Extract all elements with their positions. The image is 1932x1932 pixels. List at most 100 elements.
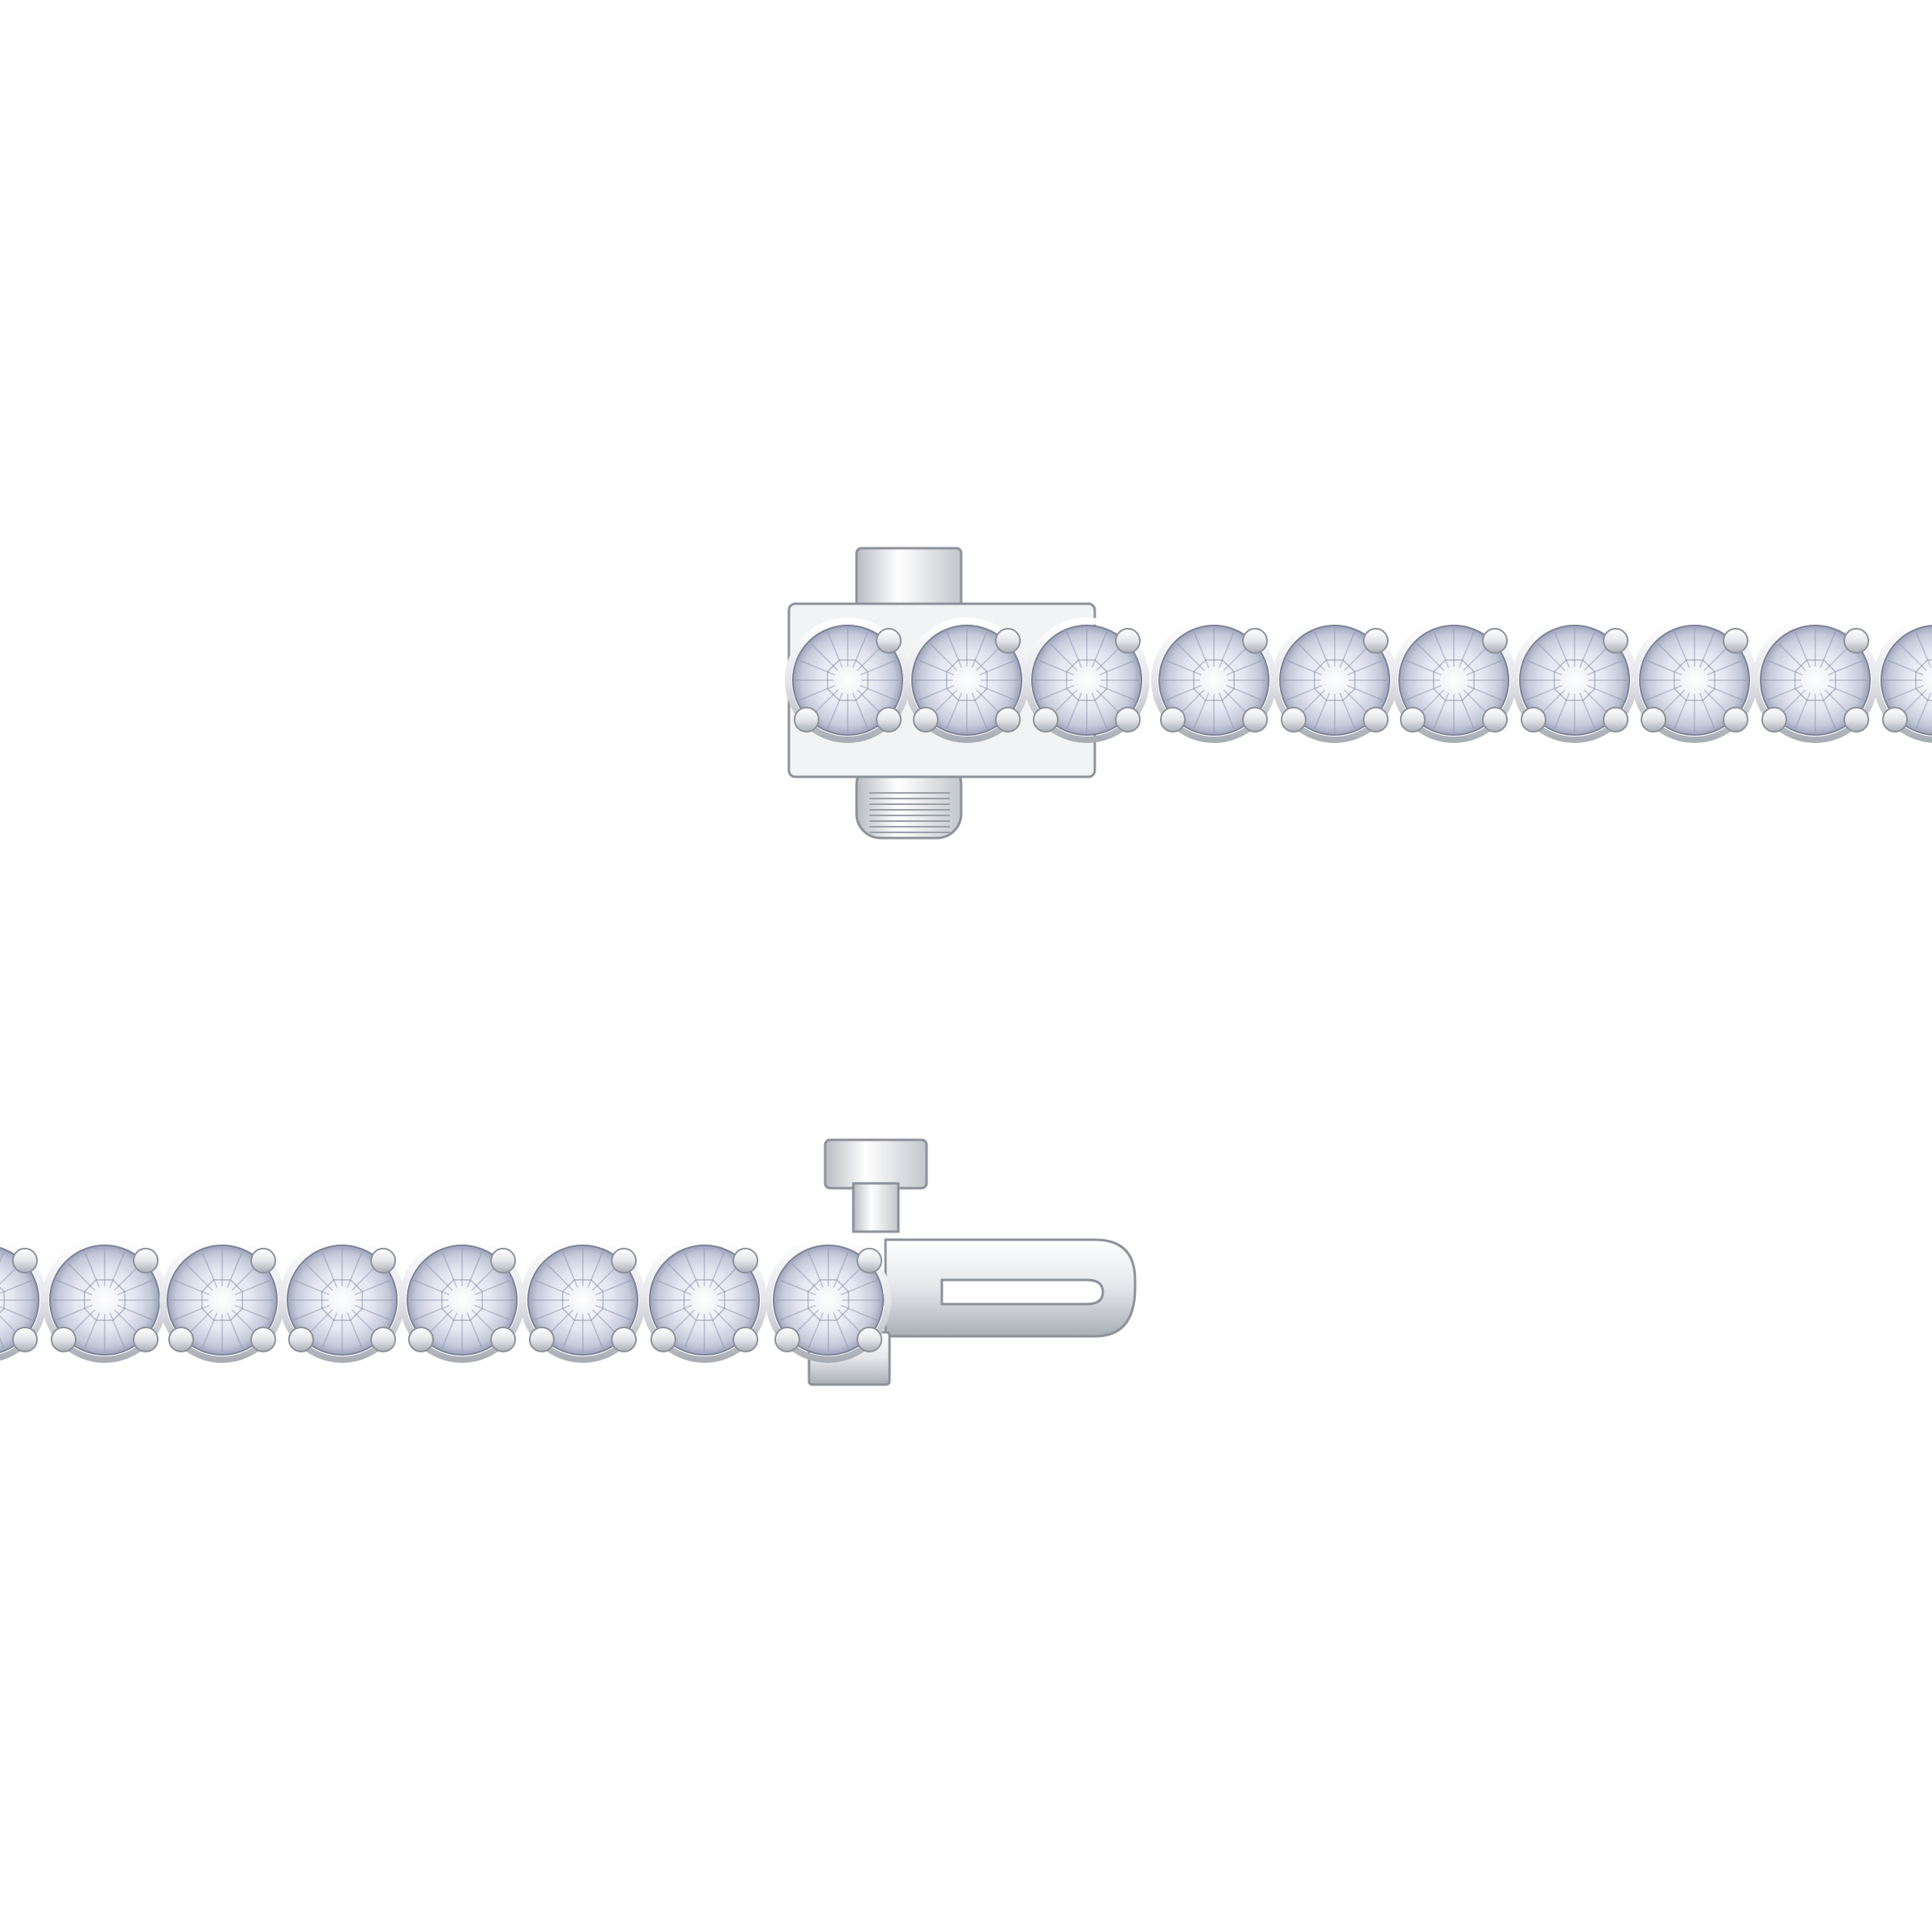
table-facet xyxy=(1314,659,1356,701)
facet-line xyxy=(1466,659,1502,676)
facet-line xyxy=(860,684,896,701)
facet-line xyxy=(1466,684,1502,701)
facet-line xyxy=(441,1252,458,1288)
prong xyxy=(490,1326,516,1352)
prong xyxy=(1843,706,1869,733)
facet-line xyxy=(832,1312,849,1348)
prong xyxy=(995,628,1021,654)
stone-setting xyxy=(785,617,910,743)
facet-line xyxy=(1526,659,1563,676)
facet-line xyxy=(1347,684,1383,701)
facet-line xyxy=(474,1279,510,1296)
prong xyxy=(1115,706,1141,733)
stone-row-top xyxy=(785,617,1932,743)
facet-line xyxy=(946,692,963,729)
facet-line xyxy=(852,632,869,668)
facet-line xyxy=(0,1306,32,1321)
facet-line xyxy=(971,632,988,668)
table-facet xyxy=(946,659,988,701)
facet-line xyxy=(535,1279,571,1296)
table-facet xyxy=(1066,659,1108,701)
stone-setting xyxy=(159,1237,285,1363)
prong xyxy=(650,1326,676,1352)
bezel-ring xyxy=(766,1237,891,1363)
table-facet xyxy=(441,1279,483,1321)
table-facet xyxy=(201,1279,243,1321)
facet-line xyxy=(0,1279,32,1294)
facet-line xyxy=(201,1312,218,1348)
facet-line xyxy=(852,692,869,729)
facet-line xyxy=(1226,684,1262,701)
facet-line xyxy=(780,1304,816,1321)
facet-line xyxy=(683,1312,700,1348)
facet-line xyxy=(1707,684,1743,701)
facet-line xyxy=(201,1252,218,1288)
facet-line xyxy=(716,1279,753,1296)
facet-line xyxy=(1526,684,1563,701)
clasp-lever-grooves xyxy=(869,792,950,833)
bezel-ring xyxy=(1873,617,1932,743)
facet-line xyxy=(799,684,836,701)
prong xyxy=(1603,628,1629,654)
stone-setting xyxy=(1151,617,1277,743)
facet-line xyxy=(595,1304,631,1321)
facet-line xyxy=(860,659,896,676)
facet-line xyxy=(807,1252,824,1288)
prong xyxy=(12,1326,38,1352)
stone-setting xyxy=(904,617,1030,743)
prong xyxy=(876,628,902,654)
facet-line xyxy=(109,1252,126,1288)
facet-line xyxy=(1286,684,1323,701)
facet-line xyxy=(919,659,955,676)
prong xyxy=(1400,706,1426,733)
facet-line xyxy=(1091,632,1108,668)
facet-line xyxy=(354,1304,390,1321)
facet-line xyxy=(1091,692,1108,729)
prong xyxy=(857,1326,882,1352)
facet-line xyxy=(441,1312,458,1348)
table-facet xyxy=(0,1286,5,1314)
stone-setting xyxy=(0,1239,47,1361)
facet-line xyxy=(708,1252,725,1288)
stone-row-bottom xyxy=(0,1237,891,1363)
facet-line xyxy=(474,1304,510,1321)
prong xyxy=(995,706,1021,733)
facet-line xyxy=(587,1252,604,1288)
prong xyxy=(1521,706,1546,733)
prong xyxy=(794,706,819,733)
prong xyxy=(408,1326,434,1352)
table-facet xyxy=(1794,659,1836,701)
prong xyxy=(857,1248,882,1274)
facet-line xyxy=(1674,692,1690,729)
table-facet xyxy=(1433,659,1475,701)
facet-line xyxy=(1674,632,1690,668)
stone-setting xyxy=(1752,617,1878,743)
facet-line xyxy=(1579,632,1596,668)
facet-line xyxy=(1166,684,1202,701)
table-facet xyxy=(84,1279,126,1321)
prong xyxy=(1641,706,1666,733)
facet-line xyxy=(971,692,988,729)
prong xyxy=(1843,628,1869,654)
prong xyxy=(876,706,902,733)
facet-line xyxy=(84,1312,101,1348)
facet-line xyxy=(1193,692,1210,729)
facet-line xyxy=(226,1312,243,1348)
facet-line xyxy=(1767,659,1803,676)
facet-line xyxy=(294,1279,330,1296)
facet-line xyxy=(595,1279,631,1296)
facet-line xyxy=(1218,692,1235,729)
facet-line xyxy=(1699,632,1715,668)
facet-line xyxy=(466,1312,483,1348)
facet-line xyxy=(1888,684,1924,701)
facet-line xyxy=(1915,692,1932,729)
table-facet xyxy=(807,1279,849,1321)
facet-line xyxy=(919,684,955,701)
facet-line xyxy=(1406,684,1442,701)
table-facet xyxy=(1554,659,1596,701)
facet-line xyxy=(1339,632,1356,668)
facet-line xyxy=(346,1312,363,1348)
prong xyxy=(1242,706,1268,733)
prong xyxy=(1363,628,1389,654)
